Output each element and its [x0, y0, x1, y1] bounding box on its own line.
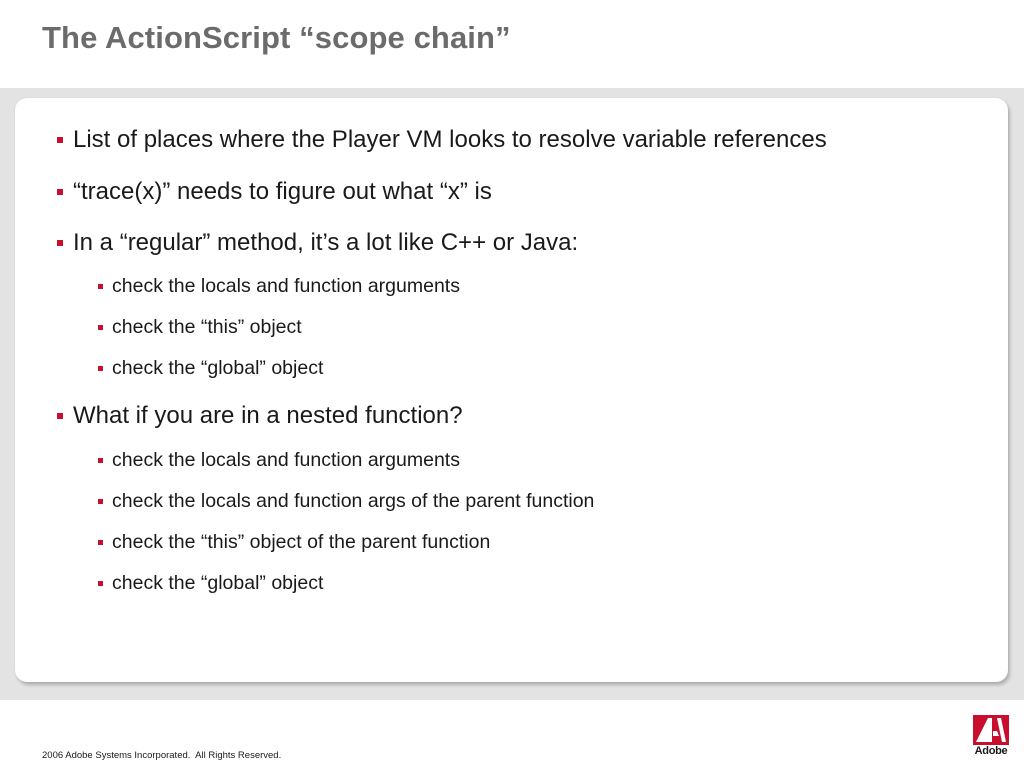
square-bullet-icon — [98, 325, 103, 330]
adobe-logo: Adobe — [973, 715, 1009, 761]
bullet-item: What if you are in a nested function? — [57, 402, 463, 430]
sub-bullet-item: check the “global” object — [98, 571, 324, 595]
square-bullet-icon — [98, 581, 103, 586]
bullet-text: check the “this” object — [112, 316, 302, 338]
bullet-text: List of places where the Player VM looks… — [73, 126, 827, 153]
square-bullet-icon — [57, 413, 63, 419]
bullet-text: “trace(x)” needs to figure out what “x” … — [73, 178, 492, 205]
sub-bullet-item: check the “this” object of the parent fu… — [98, 530, 491, 554]
adobe-logo-text: Adobe — [974, 745, 1008, 757]
bullet-text: check the “global” object — [112, 357, 324, 379]
bullet-text: check the “global” object — [112, 572, 324, 594]
square-bullet-icon — [57, 240, 63, 246]
sub-bullet-item: check the “global” object — [98, 356, 324, 380]
square-bullet-icon — [98, 540, 103, 545]
bullet-text: In a “regular” method, it’s a lot like C… — [73, 229, 579, 256]
bullet-text: check the locals and function arguments — [112, 275, 460, 297]
square-bullet-icon — [57, 137, 63, 143]
sub-bullet-item: check the locals and function arguments — [98, 448, 460, 472]
square-bullet-icon — [98, 499, 103, 504]
slide-title: The ActionScript “scope chain” — [42, 20, 511, 55]
bullet-text: check the “this” object of the parent fu… — [112, 531, 491, 553]
square-bullet-icon — [98, 366, 103, 371]
bullet-item: “trace(x)” needs to figure out what “x” … — [57, 178, 492, 206]
bullet-text: What if you are in a nested function? — [73, 402, 463, 429]
square-bullet-icon — [98, 284, 103, 289]
bullet-item: In a “regular” method, it’s a lot like C… — [57, 229, 579, 257]
sub-bullet-item: check the locals and function args of th… — [98, 489, 595, 513]
bullet-text: check the locals and function arguments — [112, 449, 460, 471]
adobe-logo-icon — [973, 715, 1009, 745]
square-bullet-icon — [98, 458, 103, 463]
footer-copyright: 2006 Adobe Systems Incorporated. All Rig… — [42, 750, 282, 761]
sub-bullet-item: check the locals and function arguments — [98, 274, 460, 298]
bullet-text: check the locals and function args of th… — [112, 490, 595, 512]
square-bullet-icon — [57, 189, 63, 195]
bullet-item: List of places where the Player VM looks… — [57, 126, 827, 154]
content-panel: List of places where the Player VM looks… — [15, 98, 1008, 682]
sub-bullet-item: check the “this” object — [98, 315, 302, 339]
